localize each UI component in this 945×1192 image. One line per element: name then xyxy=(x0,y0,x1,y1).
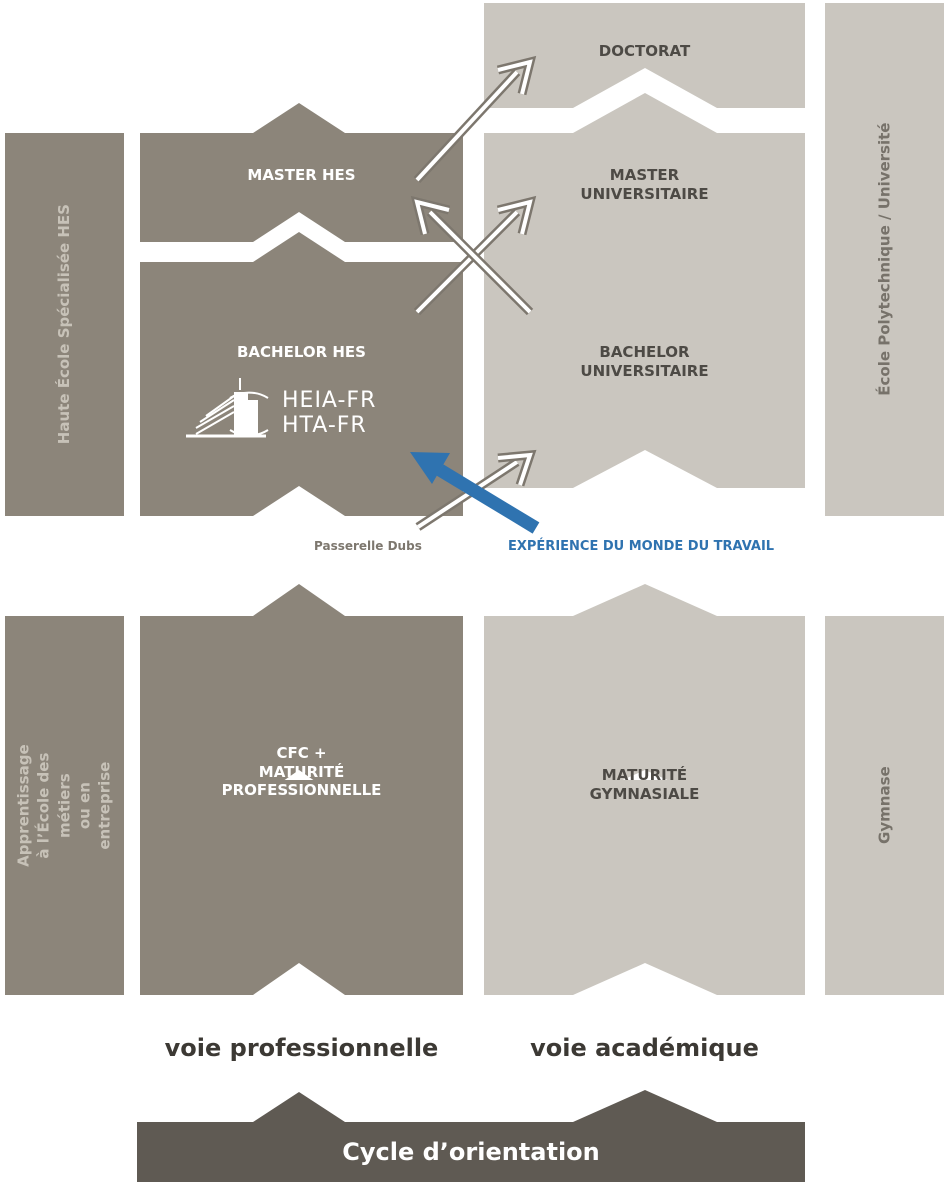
logo-line-2: HTA-FR xyxy=(282,412,367,438)
experience-label: EXPÉRIENCE DU MONDE DU TRAVAIL xyxy=(508,539,775,554)
cfc-maturite-label: CFC + MATURITÉ PROFESSIONNELLE xyxy=(221,743,382,800)
hes-side-label: Haute École Spécialisée HES xyxy=(55,204,74,445)
cfc-block-lower xyxy=(140,780,463,995)
maturite-block-lower xyxy=(484,780,805,995)
heia-fr-logo: HEIA-FR HTA-FR xyxy=(282,388,377,438)
cfc-block xyxy=(140,584,463,802)
maturite-gymnasiale-label: MATURITÉ GYMNASIALE xyxy=(589,766,700,803)
cycle-orientation-label: Cycle d’orientation xyxy=(342,1138,600,1166)
master-hes-label: MASTER HES xyxy=(247,165,356,184)
apprentissage-side-column xyxy=(5,616,124,802)
experience-arrow xyxy=(410,452,540,534)
doctorat-label: DOCTORAT xyxy=(598,41,691,60)
hes-side-column xyxy=(5,133,124,516)
gymnase-side-label: Gymnase xyxy=(875,766,894,845)
master-universitaire-block xyxy=(484,93,805,488)
heia-fr-logo-icon xyxy=(186,378,269,438)
voie-professionnelle-label: voie professionnelle xyxy=(164,1034,439,1062)
master-hes-block xyxy=(140,103,463,242)
bachelor-hes-block xyxy=(140,232,463,516)
maturite-gymnasiale-block xyxy=(484,584,805,802)
apprentissage-side-label: Apprentissage à l’École des métiers ou e… xyxy=(14,744,114,867)
doctorat-block xyxy=(484,3,805,108)
apprentissage-lower xyxy=(5,780,124,995)
voie-academique-label: voie académique xyxy=(530,1034,759,1062)
gymnase-lower xyxy=(825,780,944,995)
bachelor-hes-label: BACHELOR HES xyxy=(236,342,366,361)
bachelor-universitaire-label: BACHELOR UNIVERSITAIRE xyxy=(580,343,709,380)
logo-line-1: HEIA-FR xyxy=(282,388,377,413)
university-side-column xyxy=(825,3,944,516)
university-side-label: École Polytechnique / Université xyxy=(875,122,894,397)
passerelle-dubs-label: Passerelle Dubs xyxy=(314,539,422,553)
cycle-orientation-block xyxy=(137,1090,805,1182)
master-universitaire-label: MASTER UNIVERSITAIRE xyxy=(580,166,709,203)
gymnase-side-column xyxy=(825,616,944,802)
transfer-arrows xyxy=(410,55,537,531)
